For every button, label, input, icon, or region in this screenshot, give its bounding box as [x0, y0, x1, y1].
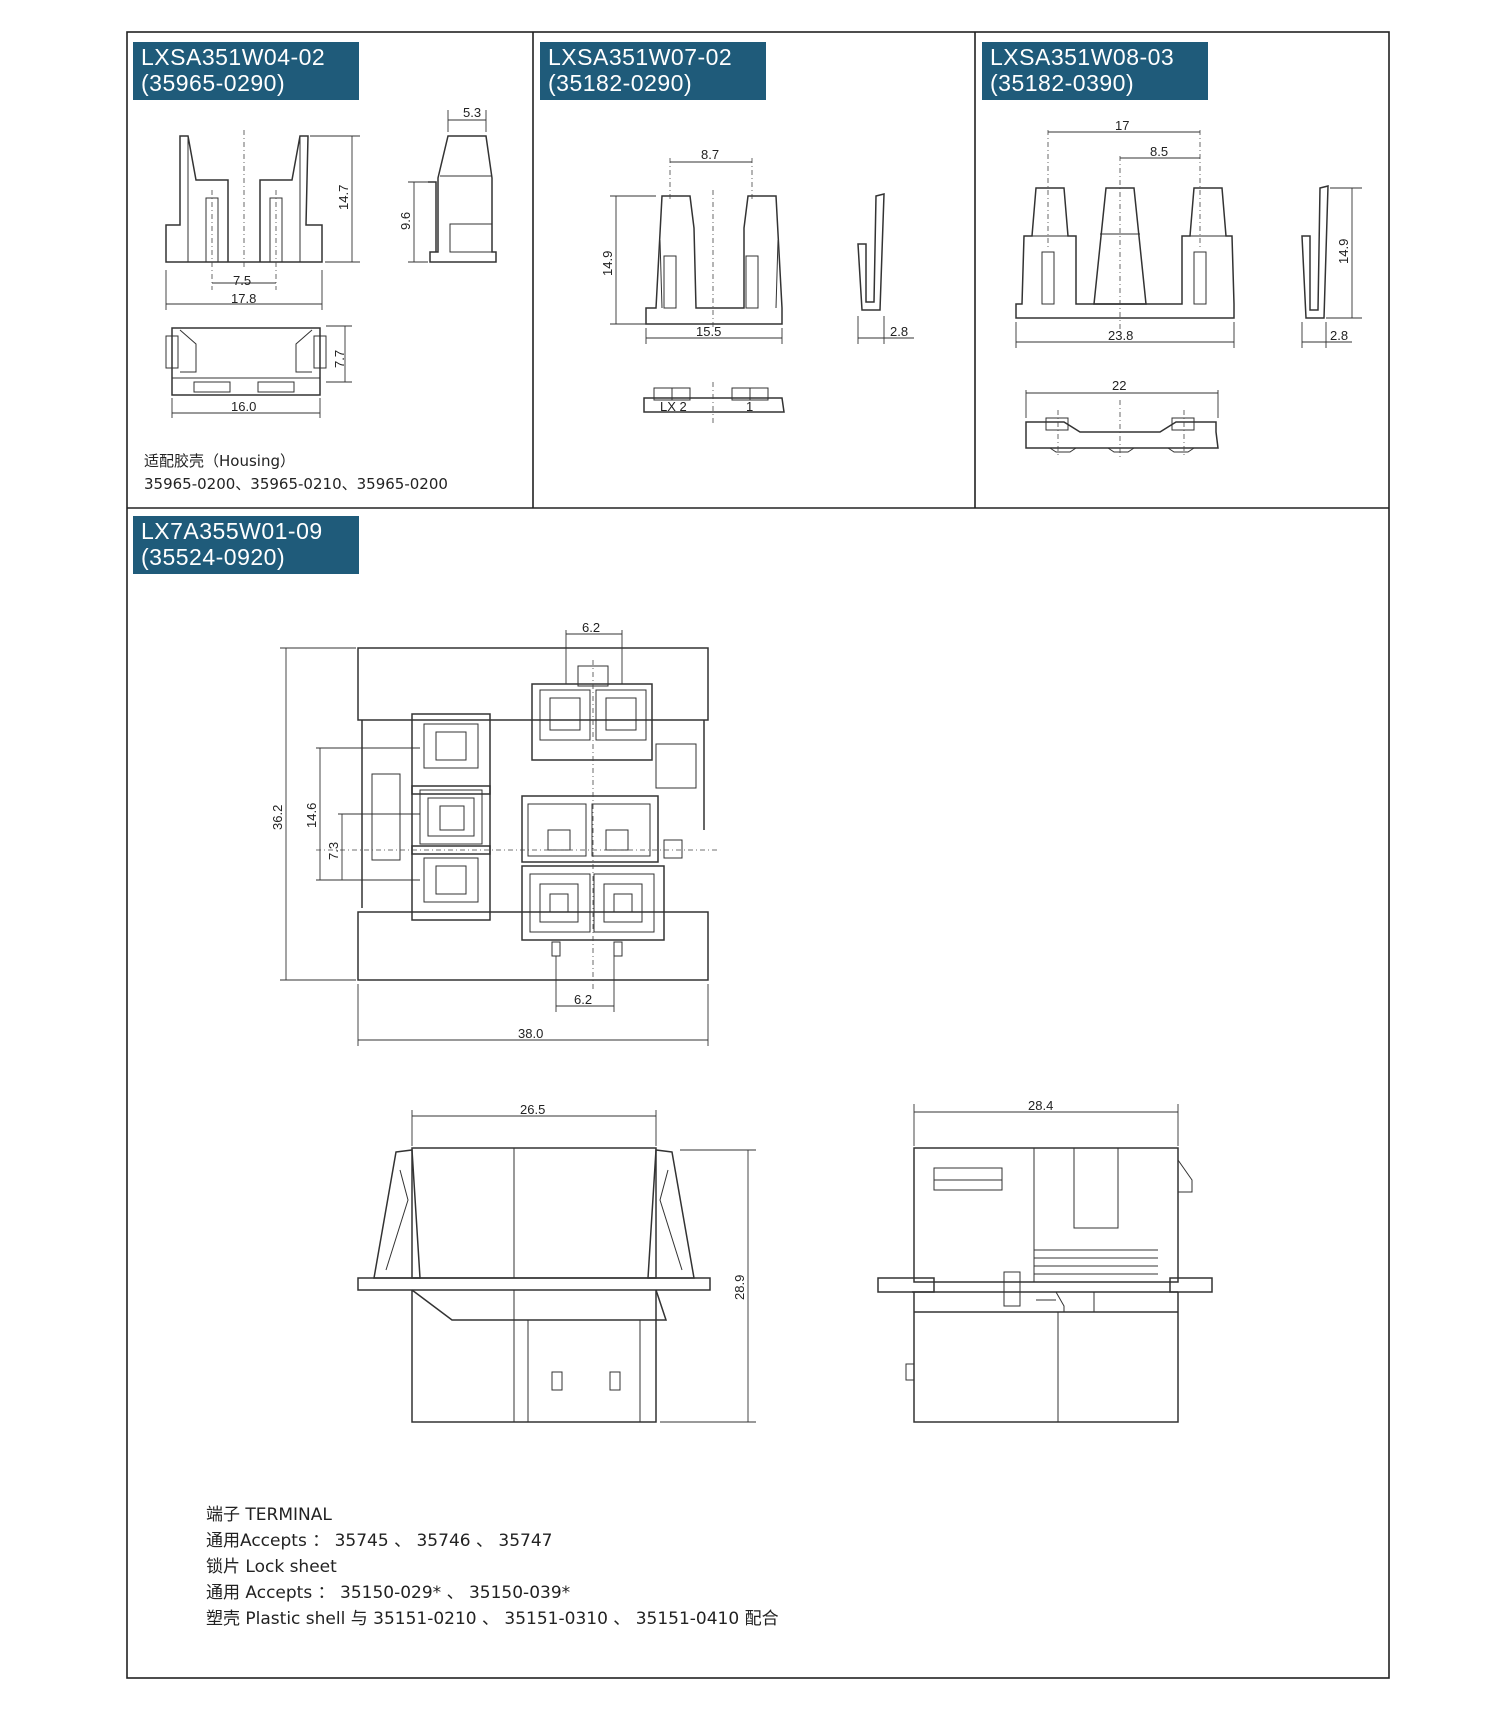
panel-lxsa351w08-03: LXSA351W08-03 (35182-0390) 17 8.5 23.8 [982, 42, 1362, 460]
dim-label: 6.2 [582, 620, 600, 635]
housing-top-view: 6.2 36.2 14.6 7.3 6.2 38.0 [270, 620, 720, 1046]
housing-note-title: 适配胶壳（Housing） [144, 452, 295, 470]
panel-subtitle: (35182-0390) [990, 70, 1134, 96]
panel-lx7a355w01-09: LX7A355W01-09 (35524-0920) [133, 516, 1213, 1629]
panel-title-badge [133, 516, 359, 574]
dim-label: 14.7 [336, 185, 351, 210]
panel-title-badge [540, 42, 766, 100]
dim-label: 17.8 [231, 291, 256, 306]
dim-label: 17 [1115, 118, 1129, 133]
panel-lxsa351w04-02: LXSA351W04-02 (35965-0290) 7.5 17.8 14.7 [133, 42, 497, 493]
dim-label: 14.9 [600, 251, 615, 276]
terminal-side-view: 2.8 [857, 193, 914, 344]
terminal-notes: 端子 TERMINAL 通用Accepts ： 35745 、 35746 、 … [206, 1505, 779, 1629]
terminal-front-view: 7.5 17.8 14.7 [165, 130, 360, 310]
dim-label: 14.6 [304, 803, 319, 828]
panel-lxsa351w07-02: LXSA351W07-02 (35182-0290) 8.7 14.9 15.5 [540, 42, 914, 426]
panel-title: LX7A355W01-09 [141, 518, 323, 544]
dim-label: 5.3 [463, 105, 481, 120]
note-line: 塑壳 Plastic shell 与 35151-0210 、 35151-03… [206, 1609, 779, 1629]
dim-label: 28.9 [732, 1275, 747, 1300]
dim-label: 15.5 [696, 324, 721, 339]
terminal-bottom-view: 22 [1025, 378, 1219, 460]
panel-title: LXSA351W04-02 [141, 44, 325, 70]
dim-label: 26.5 [520, 1102, 545, 1117]
dim-label: 7.3 [326, 842, 341, 860]
dim-label: 38.0 [518, 1026, 543, 1041]
terminal-side-view: 5.3 9.6 [398, 105, 497, 263]
dim-label: 7.7 [332, 350, 347, 368]
dim-label: 6.2 [574, 992, 592, 1007]
terminal-bottom-view: 7.7 16.0 [165, 325, 352, 418]
embossed-label: 1 [746, 399, 753, 414]
embossed-label: LX 2 [660, 399, 687, 414]
dim-label: 7.5 [233, 273, 251, 288]
dim-label: 16.0 [231, 399, 256, 414]
terminal-bottom-view: LX 2 1 [643, 382, 785, 426]
terminal-front-view: 8.7 14.9 15.5 [600, 147, 783, 344]
note-line: 通用 Accepts ： 35150-029* 、 35150-039* [206, 1583, 570, 1603]
terminal-side-view: 14.9 2.8 [1301, 185, 1362, 348]
sheet-frame [126, 31, 1390, 1679]
dim-label: 8.5 [1150, 144, 1168, 159]
dim-label: 36.2 [270, 805, 285, 830]
panel-title-badge [133, 42, 359, 100]
dim-label: 23.8 [1108, 328, 1133, 343]
dim-label: 8.7 [701, 147, 719, 162]
dim-label: 28.4 [1028, 1098, 1053, 1113]
dim-label: 2.8 [890, 324, 908, 339]
panel-title-badge [982, 42, 1208, 100]
housing-front-view: 26.5 28.9 [357, 1102, 756, 1423]
note-line: 通用Accepts ： 35745 、 35746 、 35747 [206, 1531, 552, 1551]
panel-subtitle: (35965-0290) [141, 70, 285, 96]
dim-label: 2.8 [1330, 328, 1348, 343]
panel-subtitle: (35182-0290) [548, 70, 692, 96]
panel-title: LXSA351W08-03 [990, 44, 1174, 70]
housing-side-view: 28.4 [877, 1098, 1213, 1423]
panel-title: LXSA351W07-02 [548, 44, 732, 70]
housing-note-parts: 35965-0200、35965-0210、35965-0200 [144, 475, 448, 493]
dim-label: 9.6 [398, 212, 413, 230]
dim-label: 14.9 [1336, 239, 1351, 264]
note-line: 端子 TERMINAL [206, 1505, 332, 1525]
dim-label: 22 [1112, 378, 1126, 393]
terminal-front-view: 17 8.5 23.8 [1015, 118, 1235, 348]
panel-subtitle: (35524-0920) [141, 544, 285, 570]
note-line: 锁片 Lock sheet [206, 1557, 337, 1577]
